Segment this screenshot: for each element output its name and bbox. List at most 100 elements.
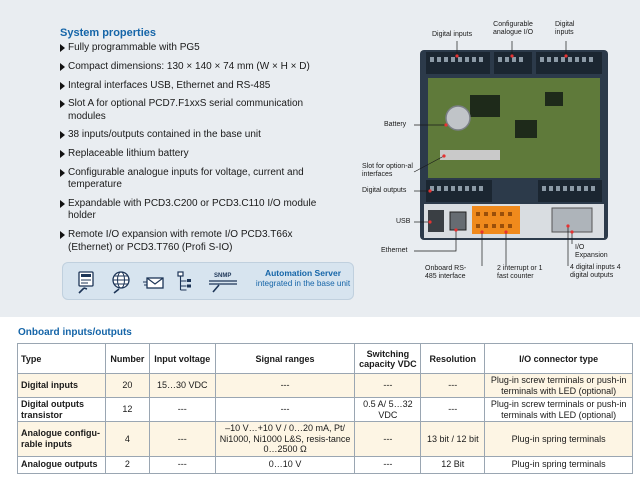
label-digital-inputs-left: Digital inputs xyxy=(432,31,473,38)
table-cell: --- xyxy=(214,397,356,422)
device-top-terminal-right xyxy=(536,52,602,74)
table-header-row: Type Number Input voltage Signal ranges … xyxy=(17,343,633,374)
property-item: Fully programmable with PG5 xyxy=(60,42,335,54)
property-item: Integral interfaces USB, Ethernet and RS… xyxy=(60,80,335,92)
triangle-bullet-icon xyxy=(60,200,65,209)
table-cell: –10 V…+10 V / 0…20 mA, Pt/ Ni1000, Ni100… xyxy=(214,421,356,457)
label-interrupt-counter: 2 interrupt or 1 fast counter xyxy=(497,265,543,280)
table-cell: Analogue configu-rable inputs xyxy=(17,421,106,457)
table-cell: 0.5 A/ 5…32 VDC xyxy=(354,397,422,422)
table-cell: Plug-in screw terminals or push-in termi… xyxy=(484,397,633,422)
table-cell: Plug-in screw terminals or push-in termi… xyxy=(484,373,633,398)
property-item: Compact dimensions: 130 × 140 × 74 mm (W… xyxy=(60,61,335,73)
label-digital-outputs: Digital outputs xyxy=(362,187,407,194)
triangle-bullet-icon xyxy=(60,44,65,52)
table-row: Digital outputs transistor 12 --- --- 0.… xyxy=(17,397,633,422)
table-cell: --- xyxy=(148,455,216,474)
globe-icon xyxy=(112,271,130,294)
table-cell: --- xyxy=(354,421,422,457)
device-mid-pins xyxy=(430,186,595,191)
triangle-bullet-icon xyxy=(60,131,65,140)
device-orange-pins xyxy=(476,212,512,228)
column-header: Switching capacity VDC xyxy=(354,343,422,374)
triangle-bullet-icon xyxy=(60,150,65,159)
column-header: Signal ranges xyxy=(214,343,356,374)
controller-device-figure xyxy=(413,41,608,266)
table-cell: 12 xyxy=(104,397,150,422)
system-properties-list: Fully programmable with PG5 Compact dime… xyxy=(60,42,335,260)
onboard-io-table: Type Number Input voltage Signal ranges … xyxy=(17,343,633,474)
table-cell: --- xyxy=(148,421,216,457)
device-io-expansion-port xyxy=(551,207,593,233)
email-icon xyxy=(143,277,164,289)
property-item: 38 inputs/outputs contained in the base … xyxy=(60,129,335,141)
device-slot xyxy=(440,150,500,160)
property-item: Remote I/O expansion with remote I/O PCD… xyxy=(60,229,335,254)
table-row: Analogue outputs 2 --- 0…10 V --- 12 Bit… xyxy=(17,455,633,474)
table-cell: --- xyxy=(214,373,356,398)
file-tree-icon xyxy=(177,271,191,291)
automation-server-subtitle: integrated in the base unit xyxy=(255,278,351,288)
column-header: Type xyxy=(17,343,106,374)
column-header: Resolution xyxy=(420,343,486,374)
device-usb-port xyxy=(428,210,444,232)
column-header: Input voltage xyxy=(148,343,216,374)
device-ethernet-port xyxy=(449,211,467,231)
table-cell: Plug-in spring terminals xyxy=(484,455,633,474)
table-cell: 0…10 V xyxy=(214,455,356,474)
label-ethernet: Ethernet xyxy=(381,247,408,254)
label-configurable-analogue-io: Configurable analogue I/O xyxy=(492,21,534,36)
device-battery xyxy=(445,105,471,131)
table-cell: 15…30 VDC xyxy=(148,373,216,398)
triangle-bullet-icon xyxy=(60,81,65,90)
table-cell: 4 xyxy=(104,421,150,457)
triangle-bullet-icon xyxy=(60,62,65,71)
property-item: Expandable with PCD3.C200 or PCD3.C110 I… xyxy=(60,198,335,223)
device-board-chip-2 xyxy=(515,120,537,138)
label-leader-dots xyxy=(428,54,574,234)
automation-server-text: Automation Server integrated in the base… xyxy=(253,268,353,288)
table-cell: Plug-in spring terminals xyxy=(484,421,633,457)
table-cell: 12 Bit xyxy=(420,455,486,474)
table-cell: --- xyxy=(354,455,422,474)
automation-server-icons: SNMP xyxy=(73,268,253,296)
table-row: Digital inputs 20 15…30 VDC --- --- --- … xyxy=(17,373,633,398)
column-header: Number xyxy=(104,343,150,374)
triangle-bullet-icon xyxy=(60,231,65,240)
label-battery: Battery xyxy=(384,121,407,128)
table-cell: --- xyxy=(148,397,216,422)
table-cell: Analogue outputs xyxy=(17,455,106,474)
label-digital-io-4: 4 digital inputs 4 digital outputs xyxy=(570,264,621,279)
device-board-chip-3 xyxy=(545,92,563,106)
table-cell: --- xyxy=(420,397,486,422)
automation-server-box: SNMP Automation Server integrated in the… xyxy=(62,262,354,300)
system-properties-title: System properties xyxy=(60,27,156,39)
device-top-pins xyxy=(430,57,593,62)
label-digital-inputs-right: Digital inputs xyxy=(555,21,575,36)
property-item: Configurable analogue inputs for voltage… xyxy=(60,167,335,192)
table-cell: Digital inputs xyxy=(17,373,106,398)
web-server-icon xyxy=(78,271,94,294)
triangle-bullet-icon xyxy=(60,169,65,178)
snmp-label: SNMP xyxy=(214,273,231,279)
system-properties-panel: System properties Fully programmable wit… xyxy=(0,0,640,317)
property-item: Replaceable lithium battery xyxy=(60,148,335,160)
table-cell: --- xyxy=(354,373,422,398)
table-row: Analogue configu-rable inputs 4 --- –10 … xyxy=(17,421,633,457)
device-board-chip-1 xyxy=(470,95,500,117)
property-item: Slot A for optional PCD7.F1xxS serial co… xyxy=(60,98,335,123)
label-usb: USB xyxy=(396,218,411,225)
automation-server-title: Automation Server xyxy=(264,268,342,278)
table-cell: 20 xyxy=(104,373,150,398)
device-orange-terminals xyxy=(472,206,520,234)
label-leader-lines xyxy=(413,41,573,266)
label-io-expansion: I/O Expansion xyxy=(575,244,608,259)
table-cell: Digital outputs transistor xyxy=(17,397,106,422)
triangle-bullet-icon xyxy=(60,100,65,109)
label-slot-optional-interfaces: Slot for option-al interfaces xyxy=(362,163,413,178)
table-cell: 13 bit / 12 bit xyxy=(420,421,486,457)
onboard-io-title: Onboard inputs/outputs xyxy=(18,327,132,338)
column-header: I/O connector type xyxy=(484,343,633,374)
table-cell: --- xyxy=(420,373,486,398)
snmp-icon: SNMP xyxy=(209,273,237,293)
